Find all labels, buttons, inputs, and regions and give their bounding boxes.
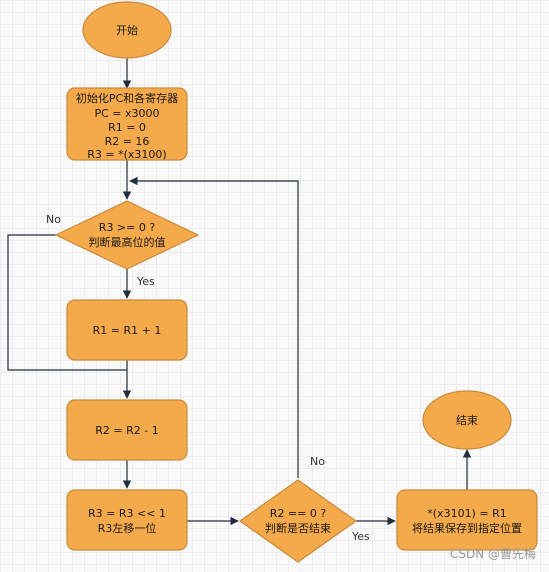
init-line-3: R1 = 0 [108,121,146,134]
inc-r1-process [66,299,188,361]
node-start: 开始 [82,1,172,59]
node-decision2: R2 == 0 ? 判断是否结束 [238,479,358,563]
node-end: 结束 [422,390,512,450]
start-terminator [82,1,172,59]
edges [7,58,472,526]
node-inc-r1: R1 = R1 + 1 [66,299,188,361]
decision1-line-1: R3 >= 0 ? [99,221,156,234]
init-process [66,87,188,161]
edge-label-d2-yes: Yes [351,530,370,543]
dec-r2-process [66,399,188,461]
edge-label-d1-yes: Yes [136,275,155,288]
inc-r1-label: R1 = R1 + 1 [93,324,162,337]
edge-label-d1-no: No [46,213,61,226]
edge-label-d2-no: No [310,455,325,468]
node-store: *(x3101) = R1 将结果保存到指定位置 [396,489,538,551]
watermark: CSDN @曹先梅 [450,546,536,561]
dec-r2-label: R2 = R2 - 1 [95,424,158,437]
store-line-1: *(x3101) = R1 [427,507,506,520]
decision1-diamond [54,200,200,270]
node-decision1: R3 >= 0 ? 判断最高位的值 [54,200,200,270]
end-label: 结束 [456,414,478,427]
store-process [396,489,538,551]
decision2-line-2: 判断是否结束 [265,521,331,535]
decision1-line-2: 判断最高位的值 [89,235,166,249]
decision2-line-1: R2 == 0 ? [270,507,327,520]
node-dec-r2: R2 = R2 - 1 [66,399,188,461]
node-shift: R3 = R3 << 1 R3左移一位 [66,489,188,551]
store-line-2: 将结果保存到指定位置 [412,521,522,535]
shift-line-2: R3左移一位 [98,521,157,535]
shift-process [66,489,188,551]
init-line-5: R3 = *(x3100) [87,148,166,161]
edge-d1-no-loop [7,234,127,371]
end-terminator [422,390,512,450]
shift-line-1: R3 = R3 << 1 [88,507,166,520]
init-line-2: PC = x3000 [94,107,159,120]
init-line-4: R2 = 16 [105,135,150,148]
node-init: 初始化PC和各寄存器 PC = x3000 R1 = 0 R2 = 16 R3 … [66,87,188,161]
decision2-diamond [238,479,358,563]
init-line-1: 初始化PC和各寄存器 [76,91,178,105]
edge-d2-no-back [129,176,299,478]
start-label: 开始 [116,23,138,37]
